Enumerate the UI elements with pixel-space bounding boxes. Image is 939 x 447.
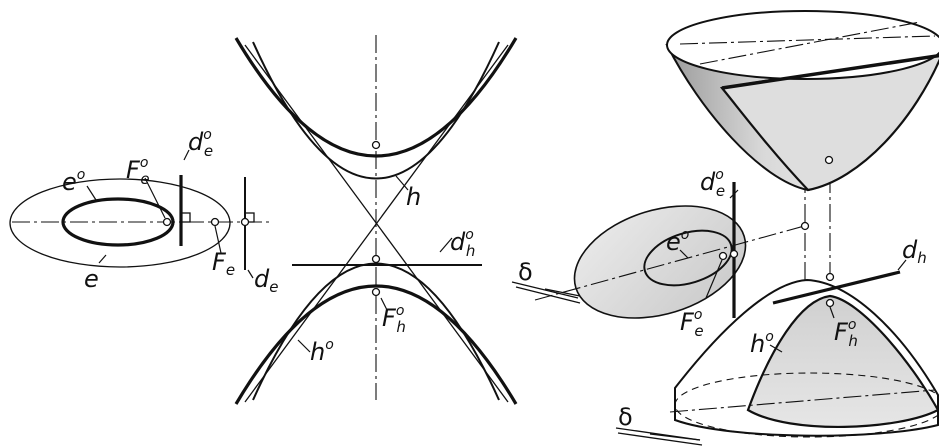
label-d-h: dh: [902, 236, 927, 267]
leader-e: [98, 254, 107, 264]
right-angle-mark-1: [180, 212, 191, 223]
mound-cut-face: [746, 294, 939, 429]
leader-d-h-deg: [439, 237, 453, 253]
asymptote-2: [244, 44, 509, 403]
label-h-deg-3d: ho: [750, 329, 774, 358]
cup-rim-axis-2: [699, 21, 921, 65]
leader-d-e-deg: [183, 149, 190, 161]
delta-dim-top-2: [515, 286, 581, 304]
focus-point-F-h-deg: [371, 287, 381, 297]
directrix-point: [240, 217, 250, 227]
directrix-d-h-3d: [772, 270, 901, 305]
disc-focus-point: [718, 251, 728, 261]
vertex-point-bottom: [371, 254, 381, 264]
label-e-deg: eo: [62, 167, 85, 196]
right-angle-mark-2: [244, 212, 255, 223]
cup-rim: [666, 10, 939, 80]
delta-dim-bottom-2: [617, 432, 703, 446]
leader-e-deg-3d: [679, 249, 689, 259]
delta-dim-top-3: [544, 288, 581, 297]
cup-rim-chord: [721, 53, 939, 90]
ellipse-disc-inner: [643, 229, 733, 287]
label-e: e: [84, 265, 99, 293]
leader-d-e: [247, 269, 254, 279]
label-h: h: [406, 183, 421, 211]
focus-point-F-e: [210, 217, 220, 227]
vertex-point-top: [371, 140, 381, 150]
mound-base-axis: [669, 389, 936, 413]
ellipse-disc-outer: [573, 205, 747, 319]
label-delta-top: δ: [518, 258, 533, 286]
upper-paraboloid-cup: [665, 10, 939, 192]
axis-point: [800, 221, 810, 231]
leader-d-h: [897, 259, 907, 271]
hyperbola-h-top: [252, 41, 500, 180]
leader-F-h-deg-3d: [829, 306, 835, 319]
leader-h-deg-3d: [769, 344, 783, 353]
outer-ellipse-e: [9, 178, 231, 268]
label-F-e: Fe: [212, 248, 235, 279]
disc-major-axis: [534, 224, 809, 301]
delta-dim-bottom-3: [649, 433, 701, 441]
disc-directrix-point: [729, 249, 739, 259]
cup-point: [824, 155, 834, 165]
leader-F-e: [214, 225, 222, 254]
leader-h-deg: [297, 339, 311, 353]
hyperbola-h-deg-top: [234, 37, 518, 158]
hyperbola-h-deg-bottom: [234, 284, 518, 405]
leader-F-h-deg: [380, 297, 388, 311]
leader-F-e-deg: [144, 177, 166, 219]
mound-vertex-point: [825, 272, 835, 282]
leader-F-e-deg-3d: [705, 259, 723, 299]
hyperbola-h-bottom: [252, 262, 500, 401]
cup-rim-axis: [679, 35, 936, 45]
cup-cut-face: [719, 51, 939, 192]
focus-point-F-e-deg: [162, 217, 172, 227]
label-h-deg: ho: [310, 337, 334, 366]
leader-h: [395, 175, 409, 191]
leader-d-e-deg-3d: [729, 189, 739, 199]
delta-dim-top-1: [511, 281, 579, 299]
leader-e-deg: [86, 185, 97, 201]
mound-focus-point: [825, 298, 835, 308]
label-d-e: de: [254, 265, 278, 296]
label-delta-bottom: δ: [618, 403, 633, 431]
label-e-deg-3d: eo: [666, 227, 689, 256]
